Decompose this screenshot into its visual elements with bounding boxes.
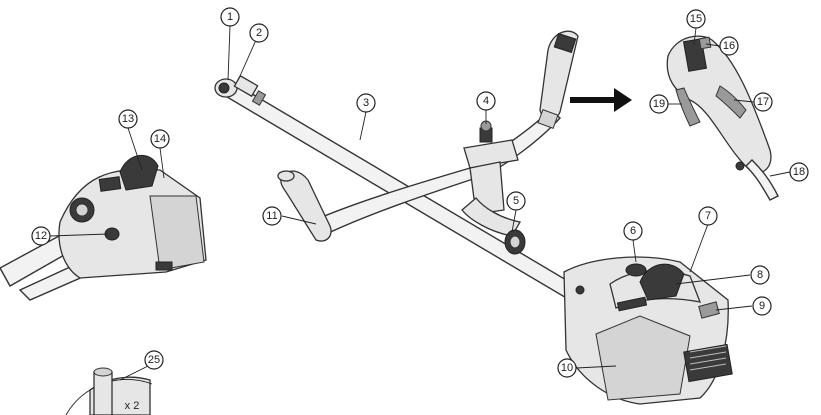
callout-13: 13	[118, 109, 138, 129]
callout-12: 12	[31, 226, 51, 246]
svg-text:13: 13	[122, 113, 134, 125]
leader-lines	[49, 25, 791, 381]
svg-text:2: 2	[256, 27, 262, 39]
callout-15: 15	[686, 9, 706, 29]
svg-text:7: 7	[705, 210, 711, 222]
svg-text:17: 17	[757, 96, 769, 108]
callout-17: 17	[753, 92, 773, 112]
callout-7: 7	[698, 206, 718, 226]
svg-text:12: 12	[35, 230, 47, 242]
svg-text:3: 3	[363, 97, 369, 109]
arrow-right-icon	[570, 88, 632, 112]
engine-unit	[563, 256, 733, 405]
svg-text:18: 18	[793, 166, 805, 178]
callout-2: 2	[249, 23, 269, 43]
callout-14: 14	[150, 129, 170, 149]
bottom-detail: x 2	[65, 367, 153, 415]
callout-3: 3	[356, 93, 376, 113]
callout-8: 8	[750, 265, 770, 285]
callout-5: 5	[506, 191, 526, 211]
callout-1: 1	[220, 7, 240, 27]
callout-6: 6	[623, 221, 643, 241]
callout-10: 10	[557, 358, 577, 378]
engine-detail-left	[0, 155, 207, 301]
svg-text:19: 19	[653, 98, 665, 110]
callout-4: 4	[476, 91, 496, 111]
callout-19: 19	[649, 94, 669, 114]
shaft-support	[461, 197, 526, 255]
svg-text:14: 14	[154, 133, 166, 145]
handlebar	[277, 30, 579, 242]
callout-18: 18	[789, 162, 809, 182]
svg-text:5: 5	[513, 195, 519, 207]
svg-text:4: 4	[483, 95, 489, 107]
svg-text:6: 6	[630, 225, 636, 237]
svg-text:8: 8	[757, 269, 763, 281]
svg-text:25: 25	[148, 354, 160, 366]
callout-25: 25	[144, 350, 164, 370]
throttle-handle-detail	[666, 35, 779, 201]
callout-16: 16	[719, 36, 739, 56]
callout-9: 9	[752, 296, 772, 316]
svg-text:15: 15	[690, 13, 702, 25]
svg-text:9: 9	[759, 300, 765, 312]
callout-11: 11	[262, 206, 282, 226]
svg-text:1: 1	[227, 11, 233, 23]
svg-text:16: 16	[723, 40, 735, 52]
multiplier-label: x 2	[125, 400, 140, 412]
svg-text:11: 11	[266, 210, 277, 222]
svg-text:10: 10	[561, 362, 573, 374]
